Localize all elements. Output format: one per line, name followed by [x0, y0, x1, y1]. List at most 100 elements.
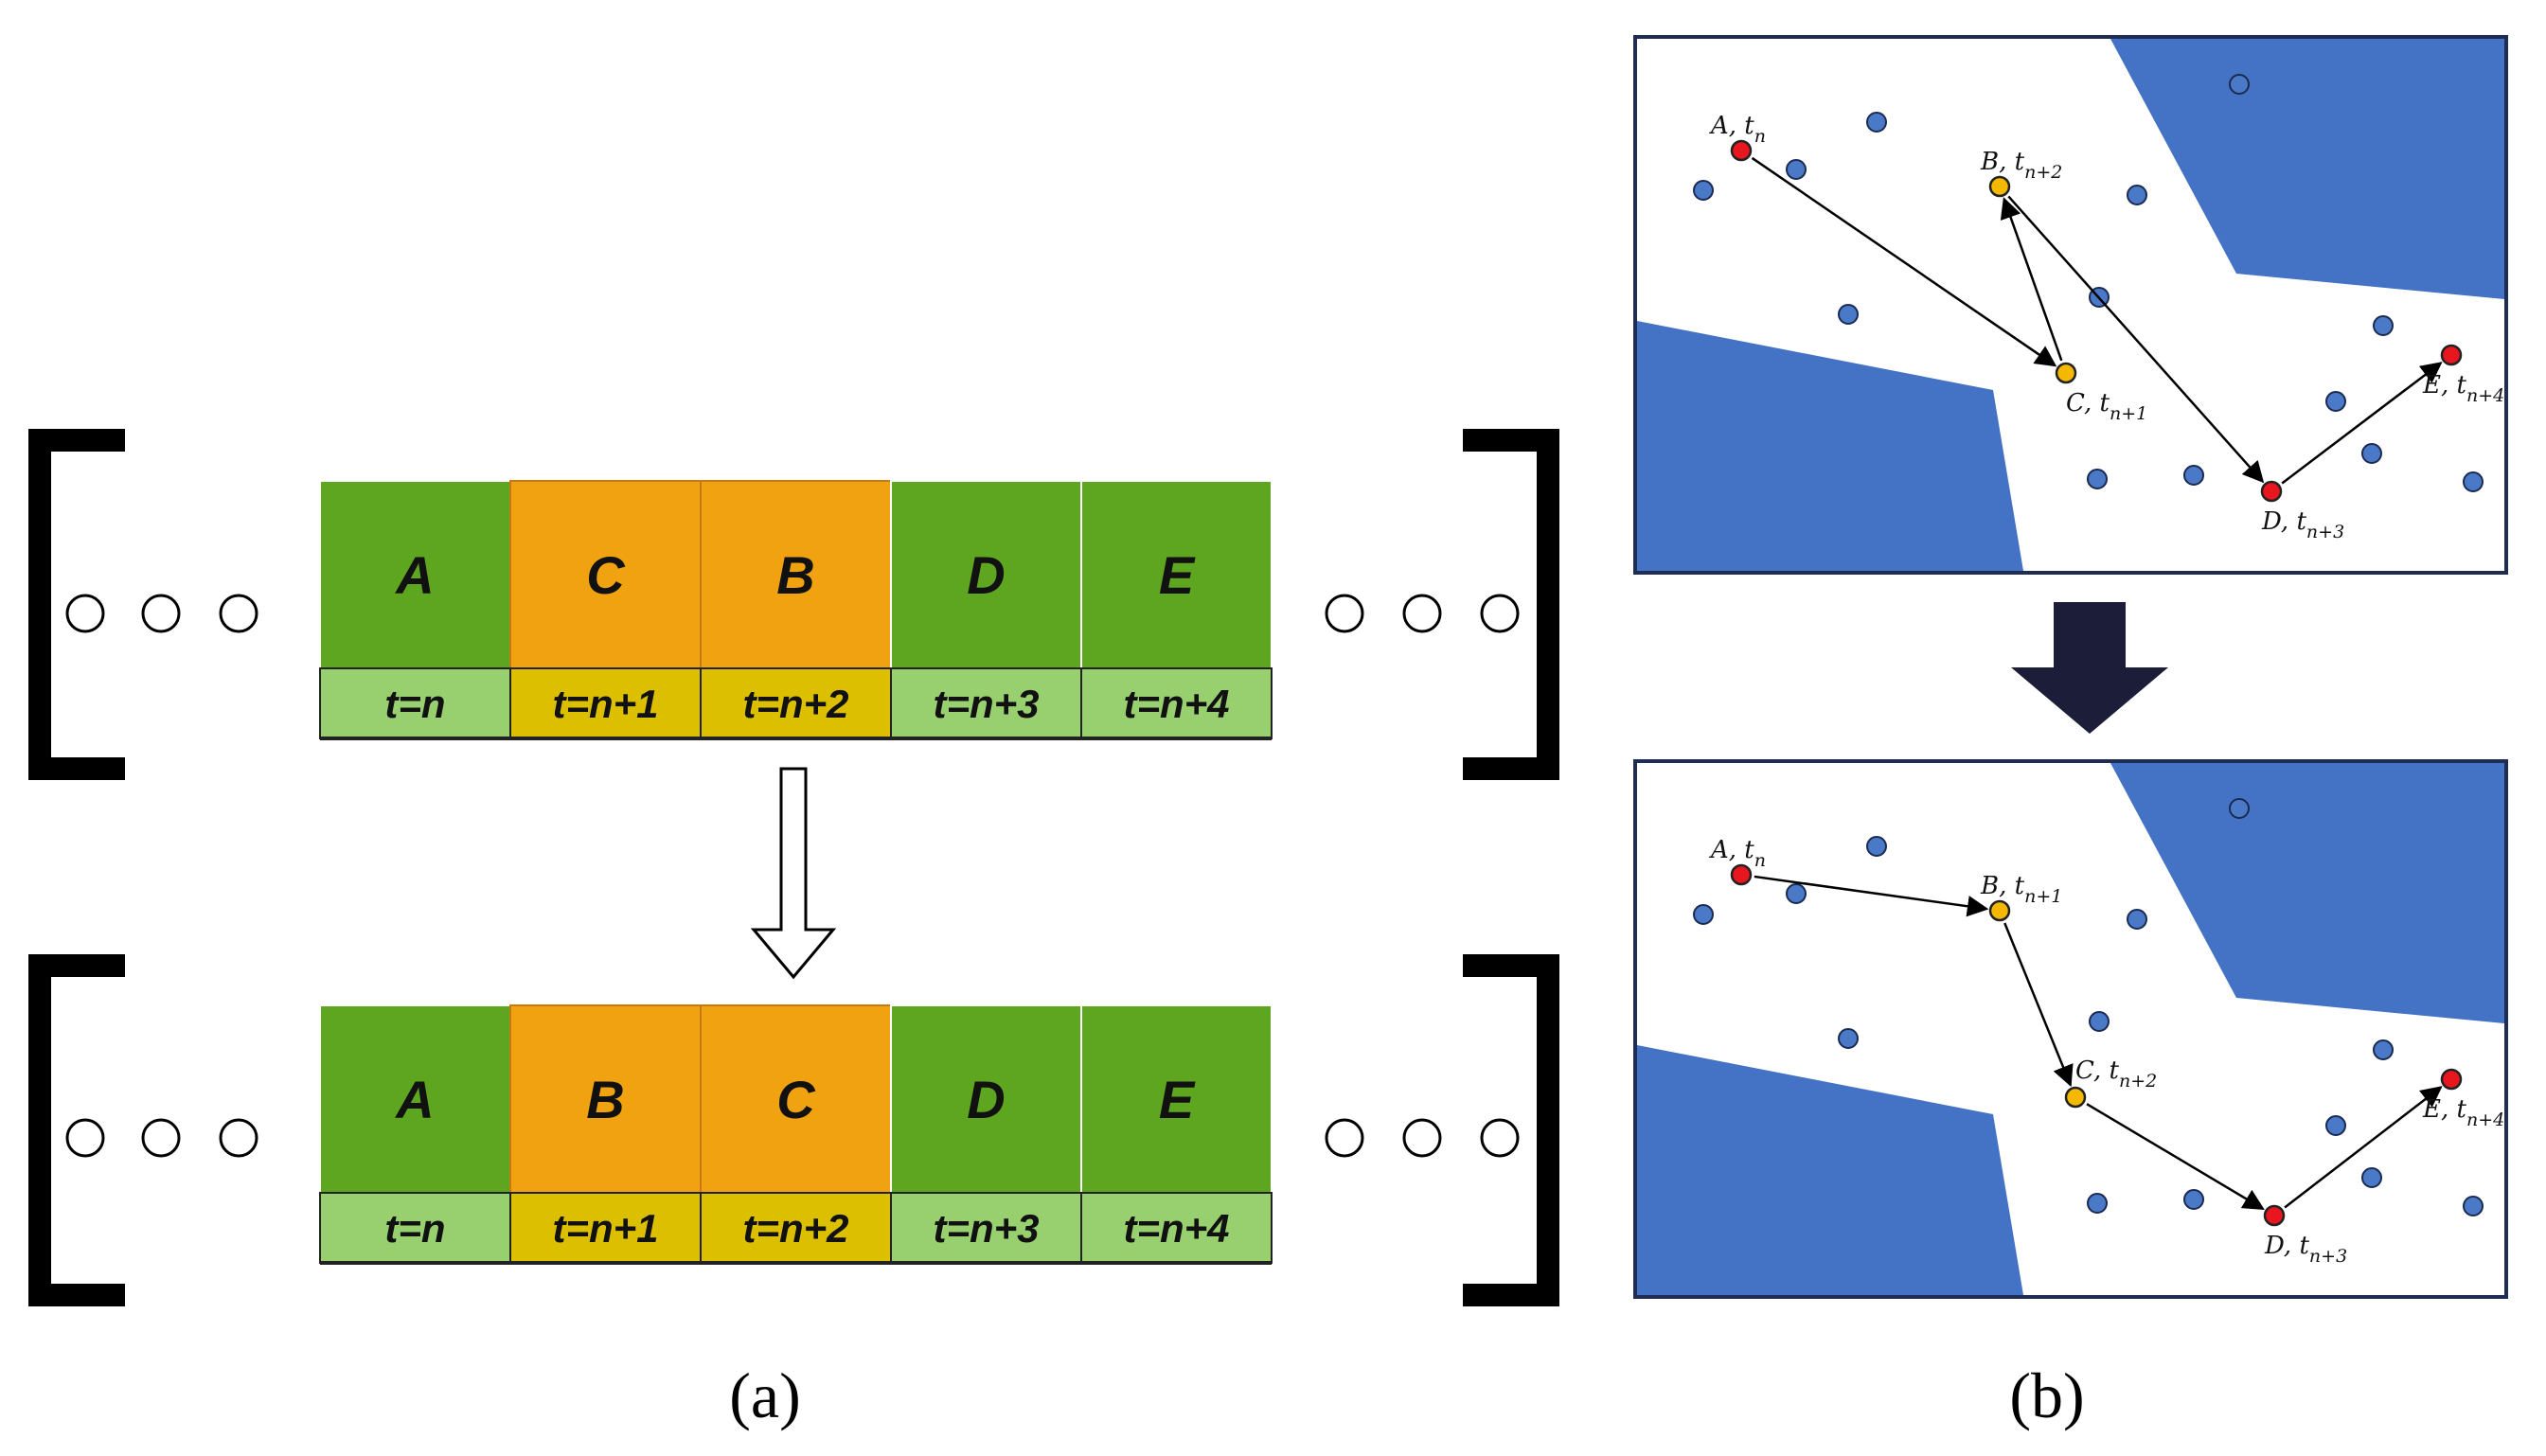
time-box — [700, 1192, 892, 1264]
cell-label: C — [586, 545, 626, 605]
cell-box — [1080, 1004, 1273, 1194]
time-cell: t=n+2 — [700, 667, 892, 739]
ellipsis-dot — [1480, 1118, 1520, 1158]
key-point-A — [1730, 139, 1753, 162]
cell-box — [700, 1004, 892, 1194]
ellipsis-right-icon — [1325, 594, 1520, 633]
point-label-subscript: n+2 — [2024, 162, 2062, 183]
point-label-subscript: n+1 — [2110, 403, 2147, 424]
time-box — [890, 1192, 1082, 1264]
left-bracket — [28, 429, 125, 780]
sample-point — [2325, 391, 2346, 412]
sample-point — [2127, 185, 2147, 205]
cell-box — [890, 1004, 1082, 1194]
cell-label: D — [967, 1070, 1005, 1129]
ellipsis-right-icon — [1325, 1118, 1520, 1158]
right-bracket — [1463, 954, 1559, 1306]
time-label: t=n — [384, 1206, 445, 1251]
cell-box — [509, 480, 702, 669]
sample-point — [2089, 1011, 2110, 1032]
time-label: t=n+2 — [742, 1206, 848, 1251]
time-box — [509, 1192, 702, 1264]
time-box — [319, 1192, 511, 1264]
right-bracket — [1463, 429, 1559, 780]
sample-point — [1838, 1028, 1859, 1049]
sample-point — [1786, 159, 1807, 180]
point-label-name: A, t — [1709, 836, 1754, 864]
sample-point — [2127, 909, 2147, 930]
cell-E: E — [1080, 480, 1273, 669]
time-cell: t=n+4 — [1080, 667, 1273, 739]
cell-label: C — [776, 1070, 816, 1129]
sample-point — [1866, 836, 1887, 857]
point-label: B, tn+2 — [1980, 148, 2062, 183]
point-label: C, tn+1 — [2066, 389, 2147, 424]
key-point-B — [1988, 175, 2011, 198]
time-cell: t=n+4 — [1080, 1192, 1273, 1264]
point-label-subscript: n+3 — [2306, 522, 2344, 542]
ellipsis-dot — [65, 594, 105, 633]
key-point-C — [2055, 362, 2077, 384]
key-point-B — [1988, 899, 2011, 922]
cell-D: D — [890, 1004, 1082, 1194]
sample-point — [2373, 315, 2394, 336]
path-arrow — [2000, 197, 2063, 362]
point-label-subscript: n — [1754, 126, 1766, 147]
sample-point — [2183, 465, 2204, 486]
time-label: t=n+3 — [933, 1206, 1039, 1251]
point-label-name: E, t — [2422, 371, 2467, 400]
cell-box — [319, 1004, 511, 1194]
ellipsis-dot — [1480, 594, 1520, 633]
time-cell: t=n — [319, 1192, 511, 1264]
point-label-subscript: n+4 — [2466, 385, 2504, 406]
point-label-name: D, t — [2264, 1232, 2309, 1260]
cell-box — [700, 480, 892, 669]
point-label: A, tn — [1709, 836, 1766, 871]
caption-a: (a) — [729, 1359, 800, 1431]
ellipsis-dot — [1402, 594, 1442, 633]
left-bracket — [28, 954, 125, 1306]
point-label-name: A, t — [1709, 112, 1754, 140]
point-label-name: B, t — [1980, 148, 2025, 176]
time-label: t=n+4 — [1123, 682, 1229, 726]
point-label-subscript: n+4 — [2466, 1110, 2504, 1130]
sample-point — [2361, 443, 2382, 464]
point-label: B, tn+1 — [1980, 872, 2062, 907]
key-point-E — [2440, 344, 2463, 366]
point-label: E, tn+4 — [2422, 371, 2504, 406]
solid-down-arrow-icon — [2011, 602, 2168, 734]
sample-point — [2325, 1115, 2346, 1136]
sample-point — [2229, 74, 2250, 95]
path-arrow — [1751, 156, 2057, 367]
time-cell: t=n+3 — [890, 667, 1082, 739]
ellipsis-dot — [65, 1118, 105, 1158]
time-cell: t=n — [319, 667, 511, 739]
point-label-subscript: n+2 — [2119, 1071, 2157, 1092]
point-label: D, tn+3 — [2261, 507, 2344, 542]
point-label-name: E, t — [2422, 1095, 2467, 1124]
ellipsis-dot — [219, 594, 258, 633]
sample-point — [2361, 1167, 2382, 1188]
cell-label: B — [586, 1070, 624, 1129]
sample-point — [1786, 883, 1807, 904]
sample-point — [2087, 469, 2108, 489]
ellipsis-dot — [1325, 594, 1364, 633]
time-label: t=n+3 — [933, 682, 1039, 726]
sample-point — [1693, 180, 1714, 201]
sample-point — [2373, 1039, 2394, 1060]
obstacle-region-upper — [2110, 39, 2504, 299]
ellipsis-dot — [141, 1118, 181, 1158]
cell-box — [890, 480, 1082, 669]
map-border — [1633, 759, 2508, 1299]
ellipsis-dot — [1402, 1118, 1442, 1158]
sample-point — [1866, 112, 1887, 133]
key-point-C — [2064, 1086, 2087, 1109]
cell-label: A — [394, 545, 434, 605]
path-arrow — [2003, 922, 2074, 1088]
time-label: t=n+2 — [742, 682, 848, 726]
